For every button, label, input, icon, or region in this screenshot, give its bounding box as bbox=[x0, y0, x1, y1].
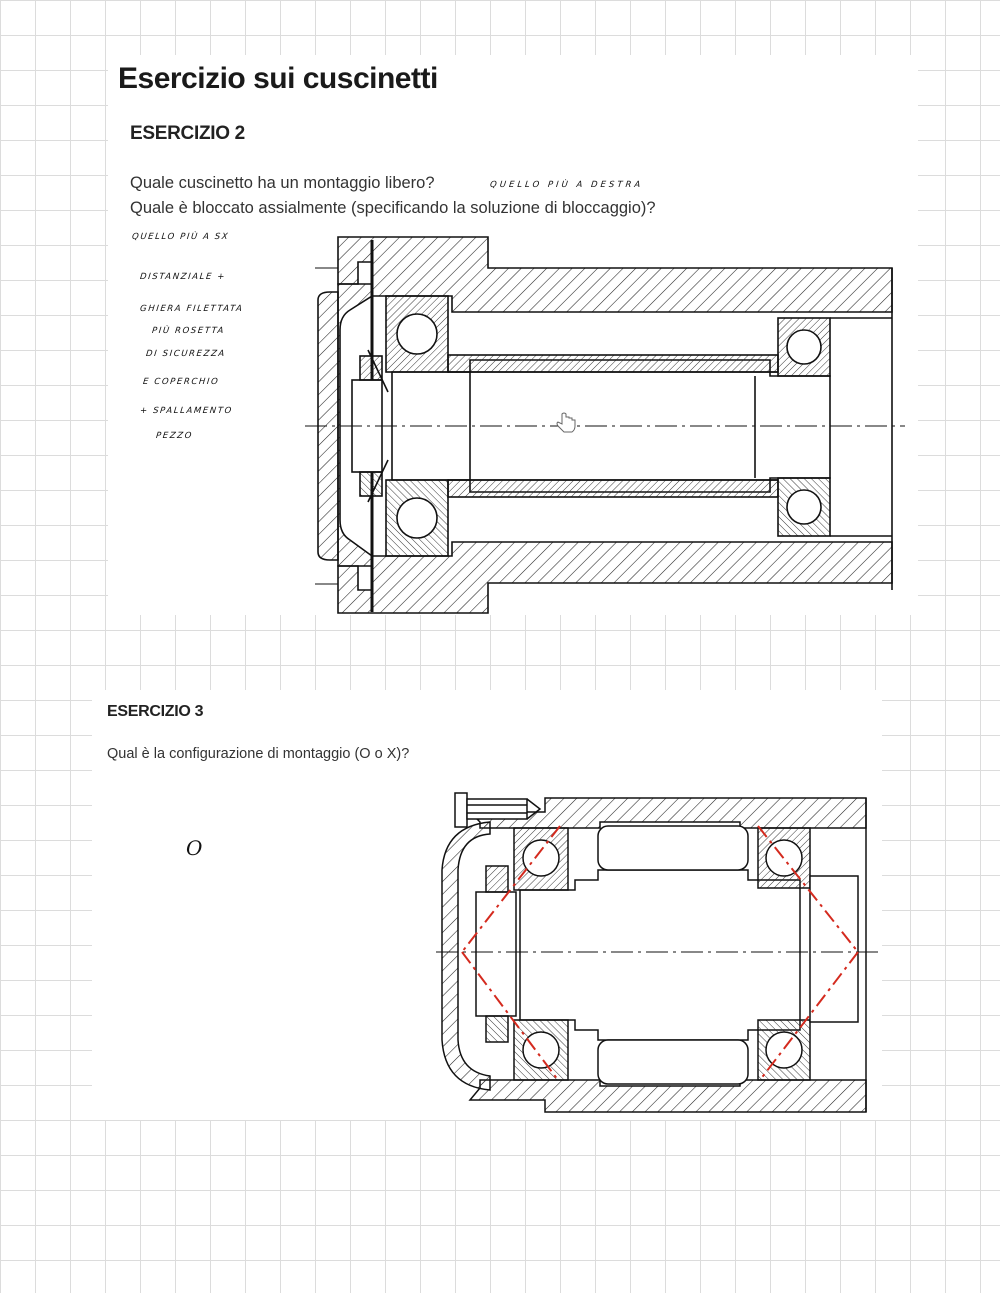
handwritten-line-7: + SPALLAMENTO bbox=[139, 406, 234, 416]
handwritten-line-3: GHIERA FILETTATA bbox=[139, 304, 244, 314]
exercise-3-heading: ESERCIZIO 3 bbox=[107, 703, 204, 720]
bearing-assembly-drawing-1 bbox=[305, 236, 905, 614]
handwritten-line-5: DI SICUREZZA bbox=[145, 349, 227, 359]
page-title: Esercizio sui cuscinetti bbox=[118, 62, 438, 95]
handwritten-line-8: PEZZO bbox=[155, 431, 194, 441]
exercise-3-question: Qual è la configurazione di montaggio (O… bbox=[107, 746, 410, 762]
handwritten-answer-1: QUELLO PIÙ A DESTRA bbox=[489, 180, 644, 190]
handwritten-line-6: E COPERCHIO bbox=[142, 377, 220, 387]
handwritten-answer-ex3: O bbox=[186, 836, 203, 860]
hand-pointer-icon bbox=[556, 412, 576, 433]
exercise-2-question-2: Quale è bloccato assialmente (specifican… bbox=[130, 199, 656, 217]
exercise-2-heading: ESERCIZIO 2 bbox=[130, 123, 245, 144]
bearing-assembly-drawing-2 bbox=[436, 792, 878, 1113]
handwritten-line-2: DISTANZIALE + bbox=[139, 272, 227, 282]
handwritten-line-1: QUELLO PIÙ A SX bbox=[131, 232, 230, 242]
exercise-2-question-1: Quale cuscinetto ha un montaggio libero? bbox=[130, 174, 435, 192]
handwritten-line-4: PIÙ ROSETTA bbox=[151, 326, 226, 336]
